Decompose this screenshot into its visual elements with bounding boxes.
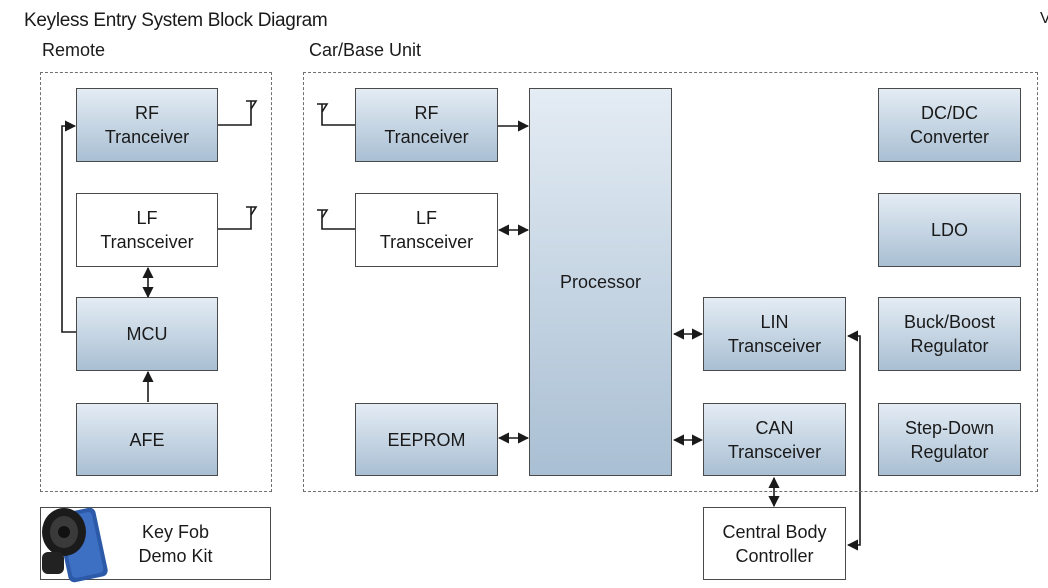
car-base-unit-group bbox=[303, 72, 1038, 492]
block-label: Regulator bbox=[910, 336, 989, 356]
buck-boost-regulator-block: Buck/Boost Regulator bbox=[878, 297, 1021, 371]
car-rf-transceiver-block: RF Tranceiver bbox=[355, 88, 498, 162]
remote-lf-transceiver-block: LF Transceiver bbox=[76, 193, 218, 267]
antenna-icon bbox=[317, 209, 355, 230]
block-label: Transceiver bbox=[727, 441, 822, 462]
can-transceiver-block: CAN Transceiver bbox=[703, 403, 846, 476]
lin-central-arrow bbox=[846, 330, 861, 551]
block-label: EEPROM bbox=[387, 429, 466, 450]
antenna-icon bbox=[218, 206, 258, 230]
block-label: Tranceiver bbox=[384, 127, 469, 147]
block-label: Processor bbox=[559, 272, 642, 292]
remote-group-label: Remote bbox=[42, 40, 106, 60]
block-label: CAN bbox=[755, 417, 794, 438]
antenna-icon bbox=[218, 100, 258, 126]
eeprom-block: EEPROM bbox=[355, 403, 498, 476]
block-label: Transceiver bbox=[100, 232, 194, 252]
block-label: Converter bbox=[909, 127, 990, 147]
block-label: Key Fob bbox=[141, 521, 210, 542]
lin-transceiver-block: LIN Transceiver bbox=[703, 297, 846, 371]
key-fob-photo bbox=[42, 507, 108, 583]
block-label: LDO bbox=[930, 220, 968, 240]
block-label: Step-Down bbox=[904, 417, 995, 438]
block-label: Controller bbox=[735, 545, 814, 566]
block-label: Transceiver bbox=[379, 232, 474, 252]
block-label: RF bbox=[135, 103, 159, 123]
car-group-label: Car/Base Unit bbox=[309, 40, 422, 60]
mcu-to-rf-arrow bbox=[61, 120, 77, 333]
block-label: RF bbox=[414, 103, 439, 123]
remote-mcu-block: MCU bbox=[76, 297, 218, 371]
central-body-controller-block: Central Body Controller bbox=[703, 507, 846, 580]
block-label: DC/DC bbox=[921, 103, 978, 123]
antenna-icon bbox=[317, 103, 355, 126]
ldo-block: LDO bbox=[878, 193, 1021, 267]
block-label: LF bbox=[136, 208, 158, 228]
car-lf-transceiver-block: LF Transceiver bbox=[355, 193, 498, 267]
processor-block: Processor bbox=[529, 88, 672, 476]
dcdc-converter-block: DC/DC Converter bbox=[878, 88, 1021, 162]
corner-mark: V bbox=[1040, 10, 1048, 27]
block-label: Regulator bbox=[910, 441, 989, 462]
block-label: Transceiver bbox=[727, 336, 822, 356]
diagram-title: Keyless Entry System Block Diagram bbox=[24, 10, 328, 31]
block-label: Tranceiver bbox=[104, 127, 190, 147]
block-label: LIN bbox=[760, 312, 789, 332]
block-label: Buck/Boost bbox=[903, 312, 996, 332]
block-label: Central Body bbox=[722, 521, 827, 542]
step-down-regulator-block: Step-Down Regulator bbox=[878, 403, 1021, 476]
remote-afe-block: AFE bbox=[76, 403, 218, 476]
block-label: LF bbox=[415, 208, 437, 228]
block-label: Demo Kit bbox=[138, 545, 213, 566]
block-label: AFE bbox=[129, 429, 165, 450]
remote-rf-transceiver-block: RF Tranceiver bbox=[76, 88, 218, 162]
remote-group bbox=[40, 72, 272, 492]
block-label: MCU bbox=[126, 324, 168, 344]
